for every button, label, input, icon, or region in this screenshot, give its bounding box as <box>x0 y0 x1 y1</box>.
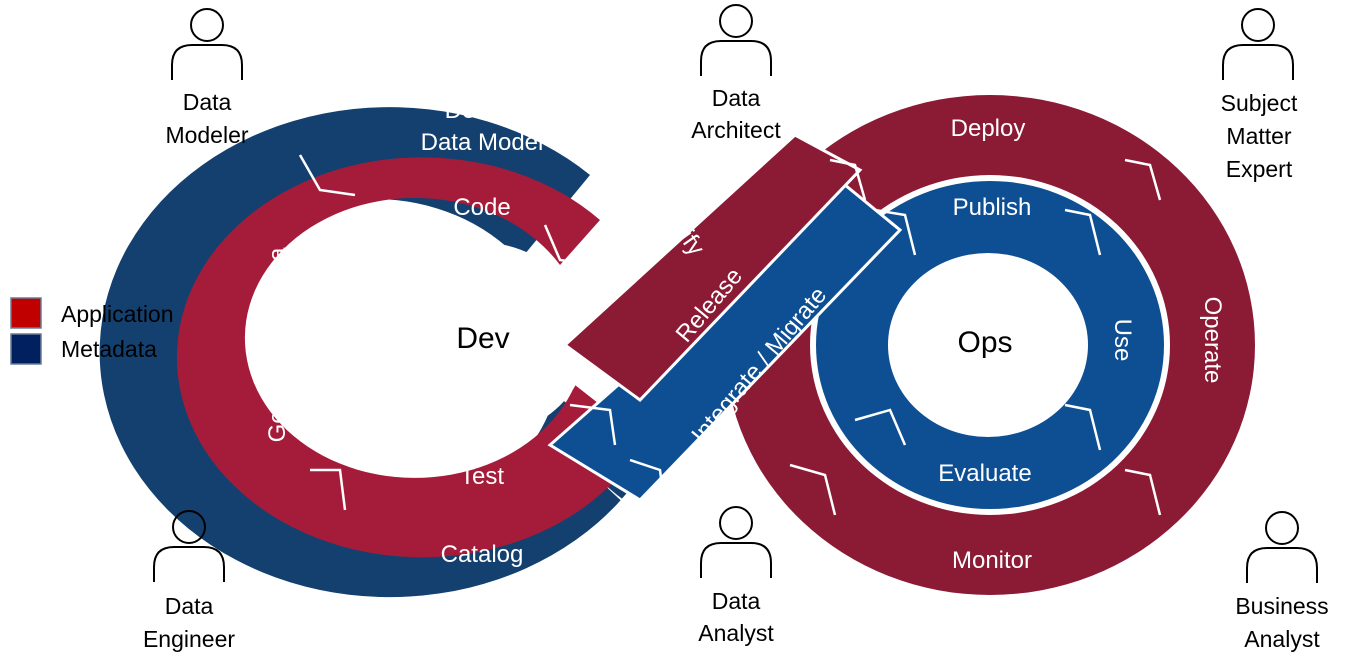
deploy-label: Deploy <box>951 115 1026 142</box>
sme-label-line2: Matter <box>1226 123 1292 149</box>
role-data-architect: Data Architect <box>691 4 781 143</box>
publish-label: Publish <box>953 194 1032 221</box>
business-analyst-label-line2: Analyst <box>1244 626 1320 652</box>
legend-application-label: Application <box>61 301 174 327</box>
test-label: Test <box>460 463 504 490</box>
data-engineer-label-line1: Data <box>165 593 214 619</box>
role-data-modeler: Data Modeler <box>165 8 249 148</box>
data-architect-label-line2: Architect <box>691 117 781 143</box>
release-band-outline <box>562 133 863 402</box>
dev-inner-ring <box>176 157 645 558</box>
code-label: Code <box>453 194 510 221</box>
ops-label: Ops <box>957 326 1012 359</box>
role-subject-matter-expert: Subject Matter Expert <box>1221 8 1298 182</box>
segment-dividers <box>298 139 1162 516</box>
person-icon <box>171 8 243 80</box>
evaluate-label: Evaluate <box>938 460 1031 487</box>
legend-metadata-swatch <box>10 333 42 365</box>
data-analyst-label-line1: Data <box>712 588 761 614</box>
data-analyst-label-line2: Analyst <box>698 620 774 646</box>
monitor-label: Monitor <box>952 547 1032 574</box>
generate-schema-label: Generate Schema <box>264 247 291 442</box>
person-icon <box>700 506 772 578</box>
divider <box>1124 158 1162 201</box>
sme-label-line3: Expert <box>1226 156 1293 182</box>
divider <box>629 458 667 511</box>
data-engineer-label-line2: Engineer <box>143 626 235 652</box>
divider <box>1064 403 1102 451</box>
legend: Application Metadata <box>10 297 174 365</box>
ops-hole <box>888 253 1088 437</box>
build-label: Build <box>331 313 358 366</box>
divider <box>298 154 356 197</box>
divider <box>874 208 917 256</box>
dev-label: Dev <box>456 322 509 355</box>
design-label-line1: Design <box>445 97 520 124</box>
data-modeler-label-line1: Data <box>183 89 232 115</box>
person-icon <box>1222 8 1294 80</box>
catalog-label: Catalog <box>441 541 524 568</box>
person-icon <box>1246 511 1318 583</box>
divider <box>1124 468 1162 516</box>
role-data-engineer: Data Engineer <box>143 510 235 652</box>
release-band <box>565 135 860 400</box>
data-architect-label-line1: Data <box>712 85 761 111</box>
person-icon <box>153 510 225 582</box>
divider <box>310 468 347 511</box>
divider <box>1064 208 1102 256</box>
divider <box>789 463 837 516</box>
operate-label: Operate <box>1199 297 1226 384</box>
person-icon <box>700 4 772 76</box>
design-label-line2: Data Model <box>421 129 544 156</box>
integrate-band <box>550 185 900 500</box>
sme-label-line1: Subject <box>1221 90 1298 116</box>
divider <box>569 403 617 446</box>
divider <box>829 158 867 201</box>
data-modeler-label-line2: Modeler <box>165 122 248 148</box>
business-analyst-label-line1: Business <box>1235 593 1328 619</box>
use-label: Use <box>1109 319 1136 362</box>
divider <box>358 209 411 252</box>
dev-hole <box>368 242 588 438</box>
divider <box>319 403 377 441</box>
legend-metadata-label: Metadata <box>61 336 157 362</box>
divider <box>588 139 641 187</box>
role-business-analyst: Business Analyst <box>1235 511 1329 652</box>
crossing-bands <box>547 133 903 502</box>
divider <box>854 408 907 446</box>
role-data-analyst: Data Analyst <box>698 506 774 646</box>
legend-application-swatch <box>10 297 42 329</box>
divider <box>543 224 596 267</box>
dev-loop <box>99 107 1100 598</box>
